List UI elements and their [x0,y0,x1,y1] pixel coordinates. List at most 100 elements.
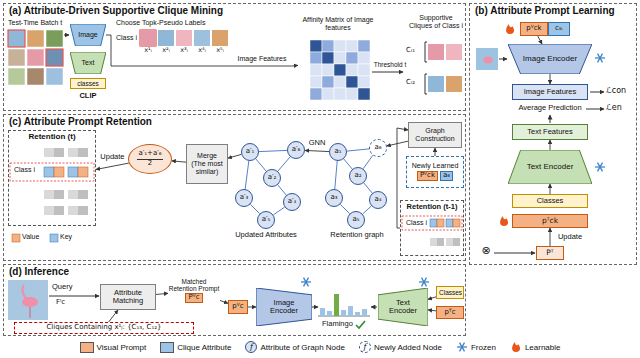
affinity-cells [358,64,370,76]
label: ℒen [606,104,634,113]
label: Updated Attributes [228,231,304,239]
node-text: Text Encoder [513,163,587,172]
retention-chip [446,219,453,227]
row-highlight [10,163,94,181]
label: Cᵢ₂ [406,79,422,87]
connector [428,297,436,299]
label: Query [52,283,92,291]
node-text: a₆ [440,171,453,181]
node-text: a₄ [370,196,386,204]
batch-photo [27,49,44,66]
retention-chip [78,167,88,177]
histogram [362,309,367,316]
node-text: a′₅ [258,216,274,224]
text-prompt: pᵀck [512,214,588,228]
frozen-icon [456,341,468,353]
batch-photo [8,30,63,85]
retention-chip [430,238,437,246]
node-text: Retention (t-1) [403,203,461,211]
affinity-cells [310,40,322,52]
histogram [327,311,332,316]
label: Cᵢ₁ [406,47,422,55]
panel: (b) Attribute Prompt LearningpⱽckcᵢₖImag… [469,3,637,265]
affinity-cells [358,52,370,64]
connector [256,159,266,171]
retention-chip [12,148,460,246]
affinity-cells [334,76,346,88]
class-photo [212,30,228,46]
input-photo [22,285,26,299]
legend-text: Clique Attribute [177,343,231,352]
connector [335,161,337,189]
legend-text: Visual Prompt [97,343,147,352]
affinity-cells [334,52,346,64]
legend-item: Frozen [456,341,496,353]
node-text: Image Features [515,88,585,96]
photo-highlight [8,30,25,47]
affinity-cells [346,88,358,100]
clique-photo [428,76,444,92]
retention-chip [54,206,64,215]
histogram [318,294,370,316]
node-text: a′₆ [288,146,304,154]
clique-photo [446,76,462,92]
connector [273,207,284,215]
connector [550,140,551,150]
flow-line [550,115,551,123]
frozen-icon [422,278,427,287]
legend-item: fAttribute of Graph Node [245,341,345,353]
node-text: Pᵀ [539,249,561,257]
batch-photo [27,30,44,47]
connector [245,161,249,189]
legend-node-sample: f [359,341,371,353]
label: Class i [116,34,140,42]
input-photo [30,307,31,318]
flow-line [499,59,507,60]
encoder-outline [70,52,106,74]
encoder: Image Encoder [508,44,592,74]
label: Test-Time Batch t [8,19,70,27]
affinity-cells [346,64,358,76]
node-text: pᵀck [515,217,585,225]
retention-chip [44,148,54,157]
flow-line [372,72,403,73]
node-text: Classes [439,289,461,296]
connector [248,307,256,308]
graph-node: a₆ [369,139,387,157]
flow-line [49,296,99,297]
connector [387,141,408,146]
graph-node: a′₁ [241,143,259,161]
affinity-cells [310,64,322,76]
legend-item: Visual Prompt [80,342,147,353]
connector [364,183,372,193]
node-text: pⱽck [523,25,545,33]
connector [96,163,129,169]
label: Value [22,233,50,241]
label: x⁴ᵢ [193,47,211,54]
affinity-cells [310,40,370,100]
class-photo [158,30,174,46]
affinity-cells [322,88,334,100]
legend: Visual Prompt Clique Attribute fAttribute … [0,341,640,353]
node-text: Classes [515,197,585,205]
affinity-cells [322,52,334,64]
flow-line [49,35,604,307]
connector [550,74,551,84]
affinity-cells [346,76,358,88]
node-text: Text Features [515,128,585,136]
clique-bracket [425,42,427,94]
graph-node: a′₃ [235,189,253,207]
connector [344,159,352,169]
check-mark [356,321,365,328]
node-text: 2 [129,160,171,168]
node-text: (b) Attribute Prompt Learning [475,5,631,16]
input-photo [8,48,498,320]
label: Flamingo [322,320,356,328]
frozen-icon [598,54,603,63]
node-text: pⱽc [231,303,245,311]
affinity-cells [334,64,346,76]
retention-store: Retention (t-1)Class i [400,200,464,256]
panel: (a) Attribute-Driven Supportive Clique M… [3,3,466,111]
label: Average Prediction [512,104,588,112]
label: x⁵ᵢ [211,47,229,54]
